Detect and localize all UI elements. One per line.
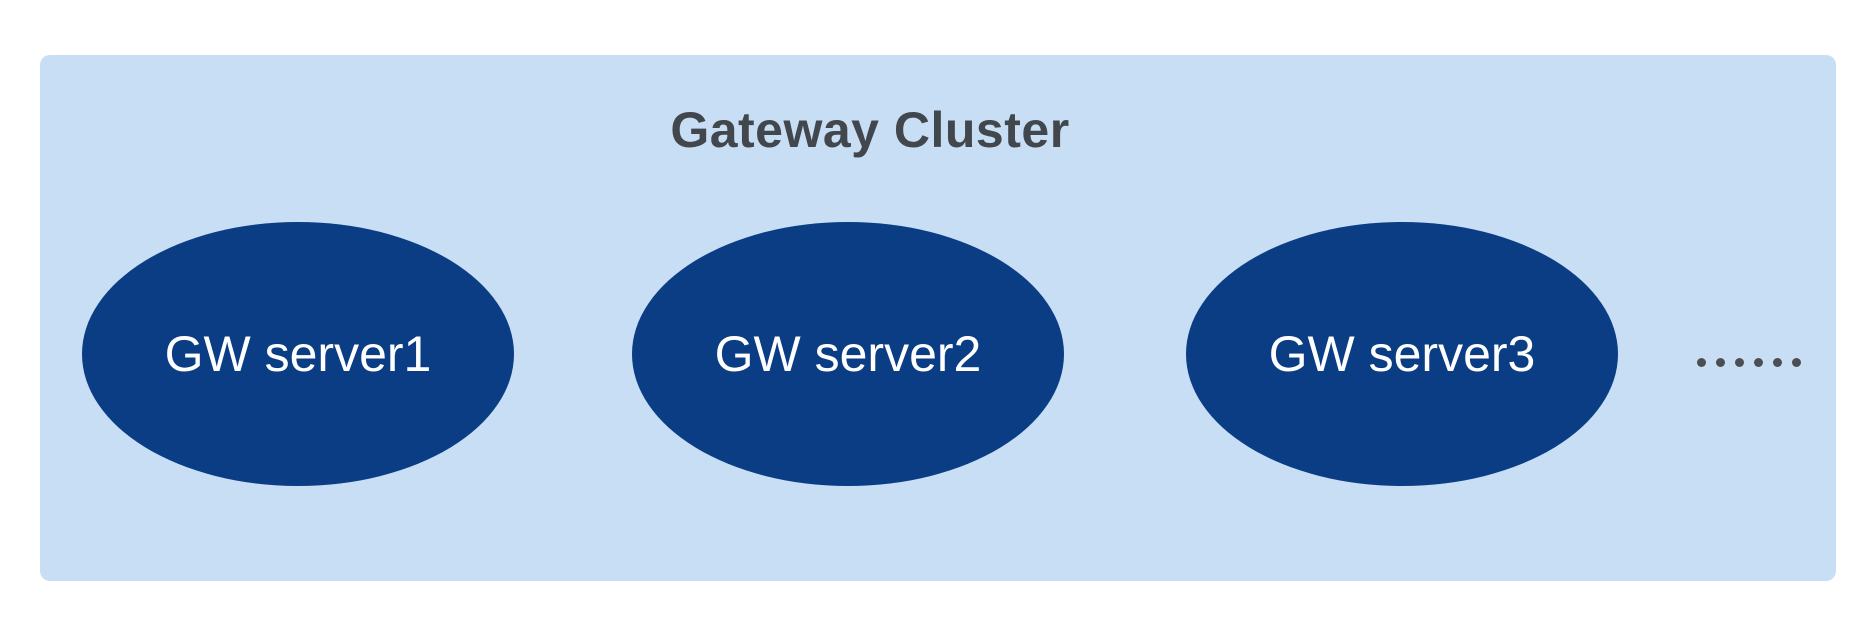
gw-server1-label: GW server1 xyxy=(164,326,432,382)
gw-server3-label: GW server3 xyxy=(1268,326,1536,382)
gw-server2-label: GW server2 xyxy=(714,326,982,382)
gw-server2-node: GW server2 xyxy=(632,222,1064,486)
ellipsis-dot xyxy=(1773,358,1782,367)
cluster-title: Gateway Cluster xyxy=(670,102,1070,158)
ellipsis-dot xyxy=(1735,358,1744,367)
ellipsis-dot xyxy=(1716,358,1725,367)
ellipsis-dot xyxy=(1697,358,1706,367)
ellipsis-dot xyxy=(1754,358,1763,367)
gw-server3-node: GW server3 xyxy=(1186,222,1618,486)
ellipsis-dot xyxy=(1792,358,1801,367)
gw-server1-node: GW server1 xyxy=(82,222,514,486)
gateway-cluster-box: Gateway Cluster GW server1 GW server2 GW… xyxy=(40,55,1836,581)
ellipsis-icon xyxy=(1697,358,1801,367)
